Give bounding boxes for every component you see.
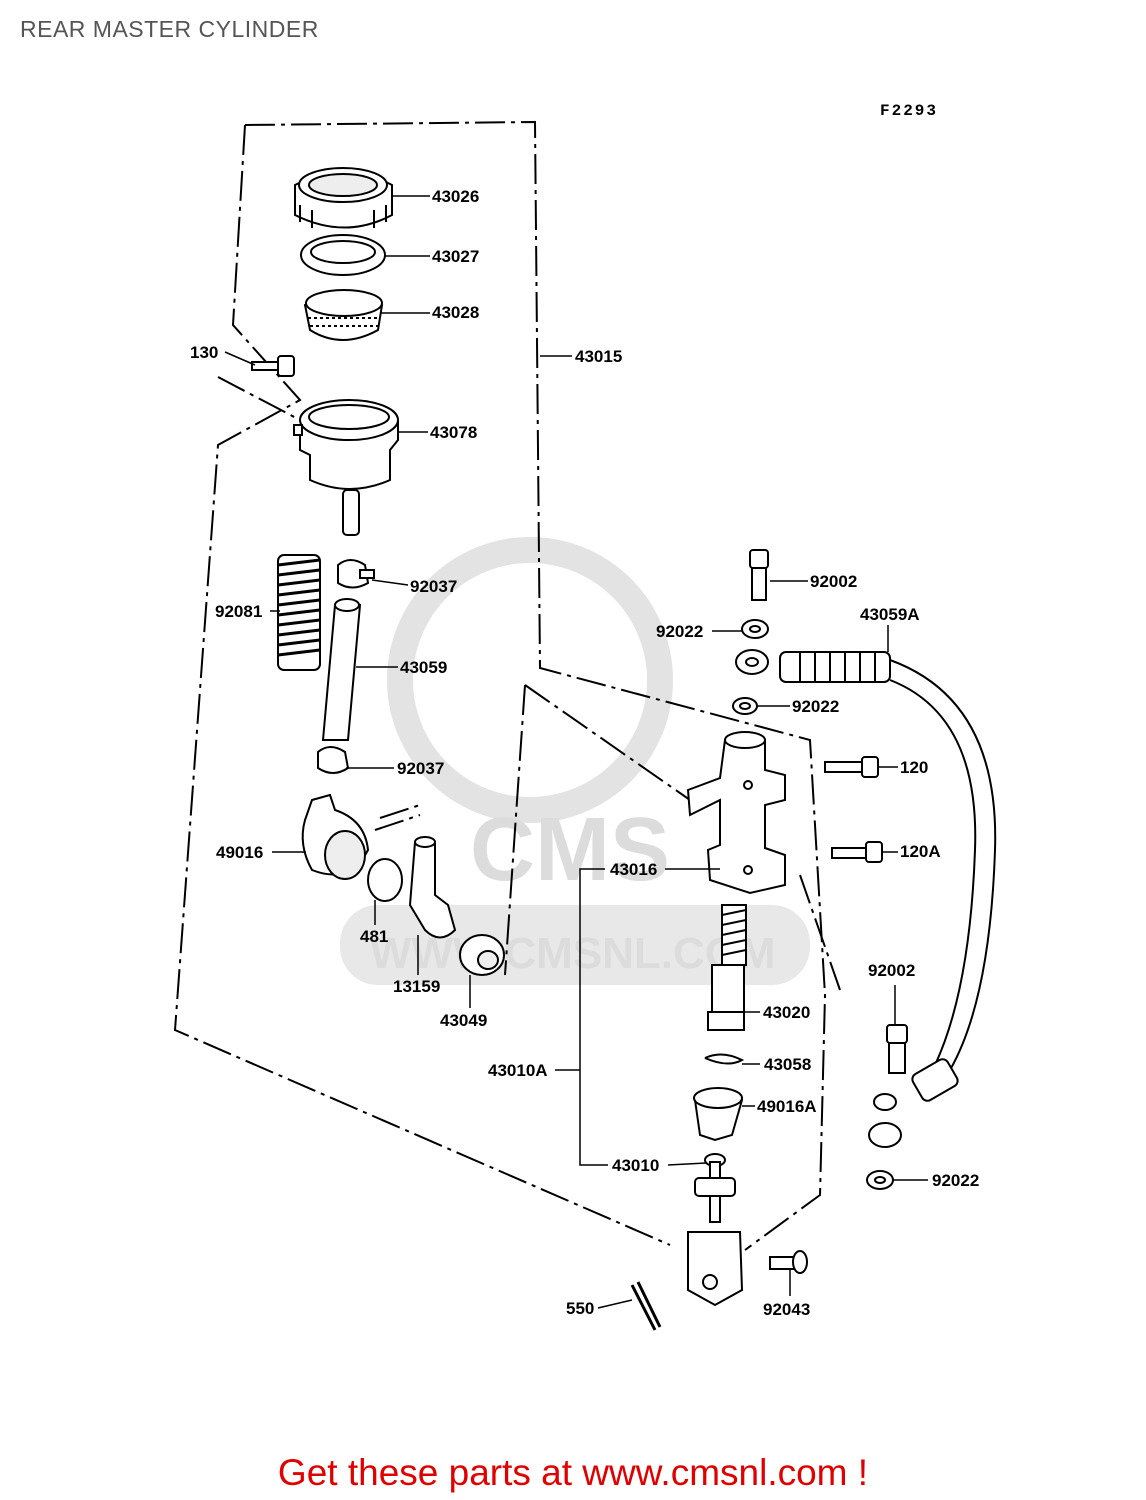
label-92022-a[interactable]: 92022 bbox=[656, 622, 703, 641]
label-43026[interactable]: 43026 bbox=[432, 187, 479, 206]
bolt-130-part bbox=[251, 355, 295, 377]
label-43015[interactable]: 43015 bbox=[575, 347, 622, 366]
washer-a-part bbox=[741, 619, 769, 639]
boot-part bbox=[693, 1087, 744, 1142]
fitting-13159-part bbox=[408, 836, 457, 939]
label-43010A[interactable]: 43010A bbox=[488, 1061, 548, 1080]
label-43059[interactable]: 43059 bbox=[400, 658, 447, 677]
bolt-120A-part bbox=[831, 841, 883, 863]
label-43010[interactable]: 43010 bbox=[612, 1156, 659, 1175]
footer-shop-link[interactable]: Get these parts at www.cmsnl.com ! bbox=[277, 1452, 869, 1493]
cylinder-body-part bbox=[686, 731, 786, 895]
diaphragm-part bbox=[303, 289, 384, 341]
label-43027[interactable]: 43027 bbox=[432, 247, 479, 266]
label-43078[interactable]: 43078 bbox=[430, 423, 477, 442]
washer-b-part bbox=[732, 697, 758, 715]
cotter-pin-part bbox=[630, 1281, 662, 1331]
hose-joint-part bbox=[301, 793, 370, 880]
watermark-logo: CMS bbox=[470, 800, 670, 900]
label-49016[interactable]: 49016 bbox=[216, 843, 263, 862]
clamp-top-part bbox=[337, 559, 375, 589]
spring-part bbox=[277, 554, 321, 671]
label-92081[interactable]: 92081 bbox=[215, 602, 262, 621]
watermark: CMS WWW.CMSNL.COM bbox=[340, 537, 810, 985]
part-labels: 43026 43027 43028 43015 130 43078 92037 … bbox=[190, 187, 979, 1319]
diaphragm-plate-part bbox=[300, 234, 386, 276]
label-43058[interactable]: 43058 bbox=[764, 1055, 811, 1074]
label-92002-top[interactable]: 92002 bbox=[810, 572, 857, 591]
label-92043[interactable]: 92043 bbox=[763, 1300, 810, 1319]
seal-43049-part bbox=[459, 934, 505, 976]
label-43020[interactable]: 43020 bbox=[763, 1003, 810, 1022]
label-92037-bottom[interactable]: 92037 bbox=[397, 759, 444, 778]
banjo-bolt-bottom-part bbox=[886, 1024, 908, 1074]
leader-lines bbox=[224, 195, 928, 1309]
assembly-boundaries bbox=[173, 120, 841, 1251]
brake-hose-part bbox=[735, 649, 997, 1148]
banjo-bolt-top-part bbox=[749, 549, 769, 601]
reservoir-cap-part bbox=[294, 167, 393, 229]
label-92022-b[interactable]: 92022 bbox=[792, 697, 839, 716]
circlip-481-part bbox=[367, 858, 403, 902]
clamp-bottom-part bbox=[317, 746, 350, 774]
label-481[interactable]: 481 bbox=[360, 927, 388, 946]
label-92037-top[interactable]: 92037 bbox=[410, 577, 457, 596]
washer-hose-end-part bbox=[873, 1093, 897, 1111]
push-rod-part bbox=[687, 1153, 744, 1307]
label-43049[interactable]: 43049 bbox=[440, 1011, 487, 1030]
pin-92043-part bbox=[769, 1250, 808, 1274]
label-120A[interactable]: 120A bbox=[900, 842, 941, 861]
exploded-parts-diagram: CMS WWW.CMSNL.COM F2293 bbox=[173, 102, 997, 1331]
label-120[interactable]: 120 bbox=[900, 758, 928, 777]
label-92022-c[interactable]: 92022 bbox=[932, 1171, 979, 1190]
washer-c-part bbox=[866, 1170, 894, 1190]
figure-code: F2293 bbox=[880, 102, 938, 120]
reservoir-part bbox=[293, 399, 399, 536]
label-43059A[interactable]: 43059A bbox=[860, 605, 920, 624]
label-550[interactable]: 550 bbox=[566, 1299, 594, 1318]
label-130[interactable]: 130 bbox=[190, 343, 218, 362]
bolt-120-part bbox=[824, 756, 879, 778]
circlip-43058-part bbox=[704, 1053, 745, 1065]
label-43016[interactable]: 43016 bbox=[610, 860, 657, 879]
label-13159[interactable]: 13159 bbox=[393, 977, 440, 996]
label-92002-bottom[interactable]: 92002 bbox=[868, 961, 915, 980]
label-49016A[interactable]: 49016A bbox=[757, 1097, 817, 1116]
hose-part bbox=[321, 598, 362, 741]
page-title: REAR MASTER CYLINDER bbox=[20, 16, 319, 42]
label-43028[interactable]: 43028 bbox=[432, 303, 479, 322]
piston-part bbox=[707, 904, 747, 1031]
